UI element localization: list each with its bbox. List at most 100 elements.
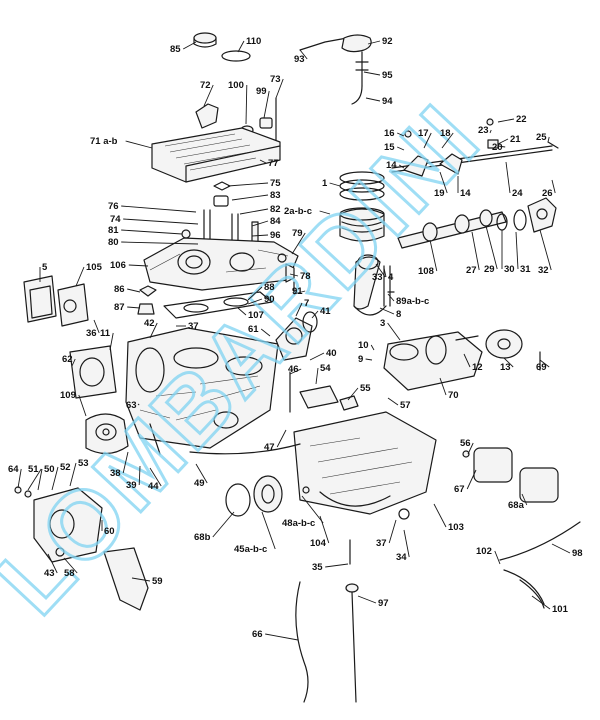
callout-number: 89a-b-c [396,296,429,307]
callout-leader [239,208,269,215]
callout-number: 24 [512,188,523,199]
governor-lever [299,34,372,105]
oil-pump [275,311,318,361]
callout-number: 29 [484,264,495,275]
callout-number: 50 [44,464,55,475]
callout-leader [319,210,331,215]
callout-number: 68b [194,532,211,543]
callout-number: 76 [108,201,119,212]
callout-leader [195,463,208,484]
gear-housing [14,486,103,563]
callout-number: 102 [476,546,492,557]
crankshaft [383,329,541,391]
callout-leader [293,290,306,295]
callout-leader [467,442,474,455]
callout-leader [71,358,76,367]
callout-number: 55 [360,383,371,394]
callout-leader [363,71,381,76]
callout-leader [138,465,141,486]
callout-number: 14 [386,160,397,171]
mounting-brackets [289,371,359,413]
callout-number: 68a [508,500,525,511]
callout-leader [423,132,432,149]
callout-number: 69 [536,362,547,373]
callout-leader [227,182,269,187]
callout-leader [203,84,214,107]
callout-leader [489,129,492,134]
callout-number: 98 [572,548,583,559]
callout-number: 107 [248,310,264,321]
callout-leader [93,319,100,334]
callout-number: 49 [194,478,205,489]
head-fittings [277,253,295,295]
callout-number: 13 [500,362,511,373]
callout-number: 37 [376,538,387,549]
callout-number: 11 [100,328,111,339]
callout-leader [503,357,514,368]
callout-leader [123,218,199,225]
dipstick [295,581,359,703]
callout-leader [551,179,556,194]
callout-leader [375,263,386,278]
callout-number: 48a-b-c [282,518,315,529]
callout-leader [367,40,381,45]
callout-number: 81 [108,225,119,236]
callout-leader [149,322,158,339]
callout-number: 60 [104,526,115,537]
crankcase [125,327,279,449]
callout-leader [231,194,269,201]
callout-leader [251,234,269,237]
callout-number: 90 [264,294,275,305]
callout-leader [521,493,528,506]
callout-number: 25 [536,132,547,143]
callout-leader [63,557,78,574]
callout-number: 72 [200,80,211,91]
callout-leader [131,577,151,582]
callout-number: 62 [62,354,73,365]
callout-number: 30 [504,264,515,275]
callout-number: 18 [440,128,451,139]
callout-number: 53 [78,458,89,469]
callout-number: 61 [248,324,259,335]
callout-leader [466,469,477,490]
callout-number: 80 [108,237,119,248]
callout-number: 101 [552,604,569,615]
callout-number: 32 [538,265,549,276]
callout-number: 15 [384,142,395,153]
callout-number: 27 [466,265,477,276]
callout-leader [485,225,498,270]
callout-number: 88 [264,282,275,293]
fuel-injection-pump [85,413,129,455]
callout-leader [149,467,162,487]
callout-number: 17 [418,128,429,139]
callout-number: 109 [60,390,76,401]
callout-number: 59 [152,576,163,587]
callout-leader [121,241,199,245]
callout-number: 56 [460,438,471,449]
callout-number: 70 [448,390,459,401]
callout-leader [260,328,271,337]
callout-leader [109,332,114,351]
callout-leader [325,563,349,568]
callout-number: 34 [396,552,407,563]
callout-leader [515,231,519,270]
callout-leader [547,136,550,143]
callout-number: 97 [378,598,389,609]
callout-number: 73 [270,74,281,85]
piston-and-rings [339,171,385,242]
callout-number: 40 [326,348,337,359]
callout-leader [245,84,248,125]
callout-number: 37 [188,321,199,332]
callout-leader [263,90,270,119]
callout-number: 9 [358,354,363,365]
callout-leader [247,298,263,305]
callout-number: 12 [472,362,483,373]
callout-number: 78 [300,271,311,282]
callout-leader [182,41,197,50]
callout-number: 2a-b-c [284,206,312,217]
callout-leader [387,397,399,406]
callout-leader [125,140,153,149]
callout-leader [121,205,197,213]
